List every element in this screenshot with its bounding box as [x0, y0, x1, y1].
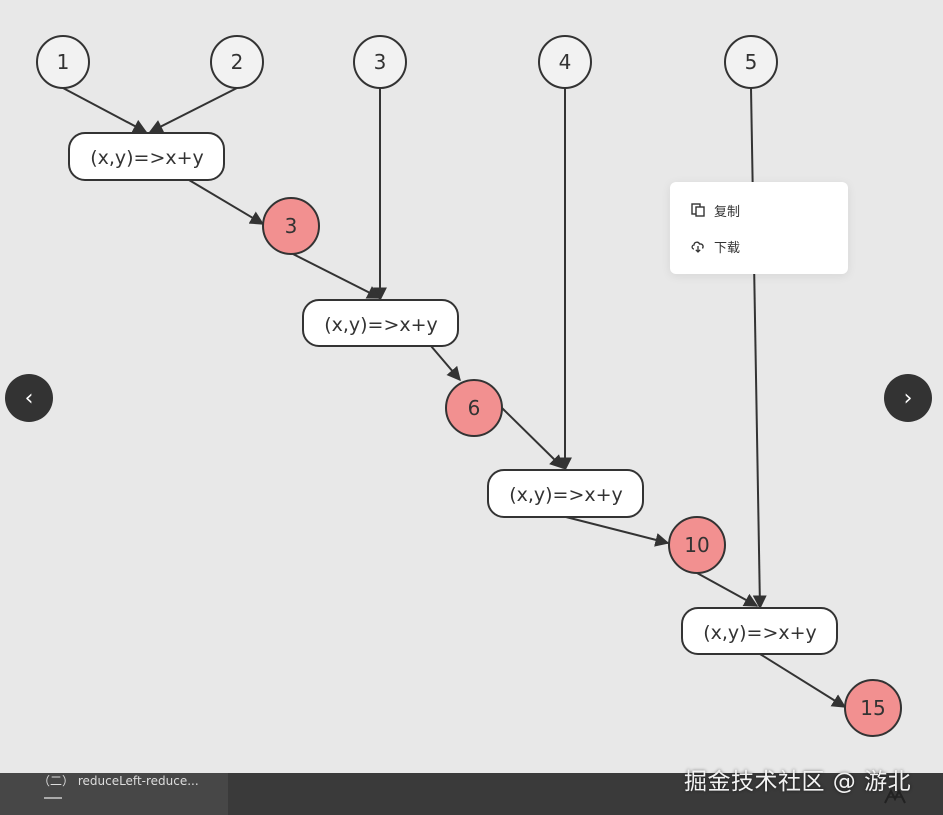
- function-node-label: (x,y)=>x+y: [703, 622, 817, 644]
- edge-r3-to-f4: [696, 572, 759, 607]
- context-menu: [670, 182, 848, 274]
- next-image-button[interactable]: ›: [884, 374, 932, 422]
- input-node-2: 2: [210, 35, 264, 89]
- function-node-label: (x,y)=>x+y: [90, 147, 204, 169]
- result-node-label: 3: [285, 214, 298, 238]
- download-label: 下载: [714, 240, 741, 256]
- chevron-left-icon: ‹: [24, 385, 34, 411]
- thumbnail-caption: （二） reduceLeft-reduce...: [38, 774, 199, 788]
- copy-menu-item[interactable]: 复制: [690, 200, 740, 220]
- edge-1-to-f1: [62, 87, 148, 133]
- edge-f2-to-r2: [430, 345, 461, 382]
- input-node-3: 3: [353, 35, 407, 89]
- input-node-label: 2: [231, 50, 244, 74]
- result-node-6: 6: [445, 379, 503, 437]
- result-node-10: 10: [668, 516, 726, 574]
- result-node-15: 15: [844, 679, 902, 737]
- image-viewer: 1 2 3 4 5 (x,y)=>x+y (x,y)=>x+y (: [36, 35, 902, 737]
- result-node-3: 3: [262, 197, 320, 255]
- thumbnail-item[interactable]: [0, 773, 228, 815]
- function-node-1: (x,y)=>x+y: [68, 132, 225, 181]
- function-node-4: (x,y)=>x+y: [681, 607, 838, 655]
- copy-label: 复制: [714, 204, 741, 220]
- function-node-3: (x,y)=>x+y: [487, 469, 644, 518]
- download-menu-item[interactable]: 下载: [690, 236, 740, 256]
- input-node-label: 4: [559, 50, 572, 74]
- previous-image-button[interactable]: ‹: [5, 374, 53, 422]
- edge-2-to-f1: [148, 87, 238, 133]
- web-icon: [884, 788, 906, 804]
- input-node-1: 1: [36, 35, 90, 89]
- copy-icon: [691, 203, 705, 217]
- chevron-right-icon: ›: [903, 385, 913, 411]
- edge-f4-to-r4: [759, 653, 847, 708]
- edge-5-to-f4: [750, 87, 767, 610]
- function-node-2: (x,y)=>x+y: [302, 299, 459, 347]
- function-node-label: (x,y)=>x+y: [509, 484, 623, 506]
- input-node-4: 4: [538, 35, 592, 89]
- result-node-label: 6: [468, 396, 481, 420]
- input-node-label: 5: [745, 50, 758, 74]
- cloud-download-icon: [691, 241, 704, 253]
- watermark: 掘金技术社区 @ 游北: [684, 769, 912, 795]
- edge-f3-to-r3: [565, 516, 670, 547]
- input-node-5: 5: [724, 35, 778, 89]
- reduce-flow-diagram: 1 2 3 4 5 (x,y)=>x+y (x,y)=>x+y (: [36, 35, 902, 737]
- result-node-label: 15: [860, 696, 885, 720]
- edge-r1-to-f2: [290, 252, 382, 299]
- input-node-label: 1: [57, 50, 70, 74]
- input-node-label: 3: [374, 50, 387, 74]
- edge-f1-to-r1: [188, 179, 265, 225]
- edge-r2-to-f3: [501, 407, 564, 469]
- thumbnail-indicator: [44, 797, 62, 799]
- function-node-label: (x,y)=>x+y: [324, 314, 438, 336]
- result-node-label: 10: [684, 533, 709, 557]
